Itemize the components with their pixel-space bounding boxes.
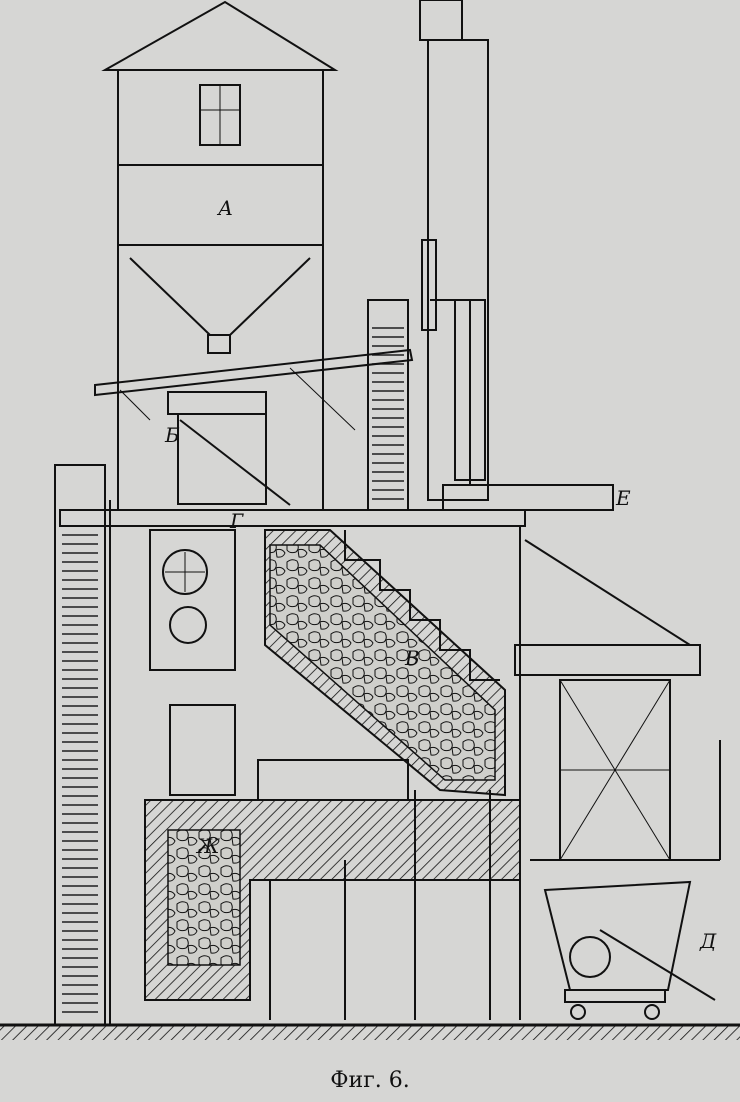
figure-caption: Фиг. 6. <box>330 1068 410 1093</box>
breaker-g <box>149 529 236 671</box>
label-v: В <box>404 646 420 670</box>
conveyor <box>94 348 414 431</box>
generator-shaft-v <box>264 529 506 797</box>
gas-pipe <box>421 239 614 511</box>
label-g: Г <box>229 509 244 533</box>
support-columns <box>269 526 521 1020</box>
ash-cart-d <box>543 880 716 1020</box>
right-frame <box>514 539 721 861</box>
feeder-b <box>167 391 291 506</box>
center-stair <box>367 299 409 511</box>
label-e: Е <box>615 486 631 510</box>
left-stair <box>54 464 111 1026</box>
chimney <box>419 0 489 501</box>
platform <box>59 509 526 527</box>
label-b: Б <box>164 423 180 447</box>
label-d: Д <box>699 929 717 953</box>
ground <box>0 1023 740 1040</box>
label-zh: Ж <box>195 834 220 858</box>
bunker-tower <box>101 0 339 511</box>
label-a: А <box>216 196 233 220</box>
